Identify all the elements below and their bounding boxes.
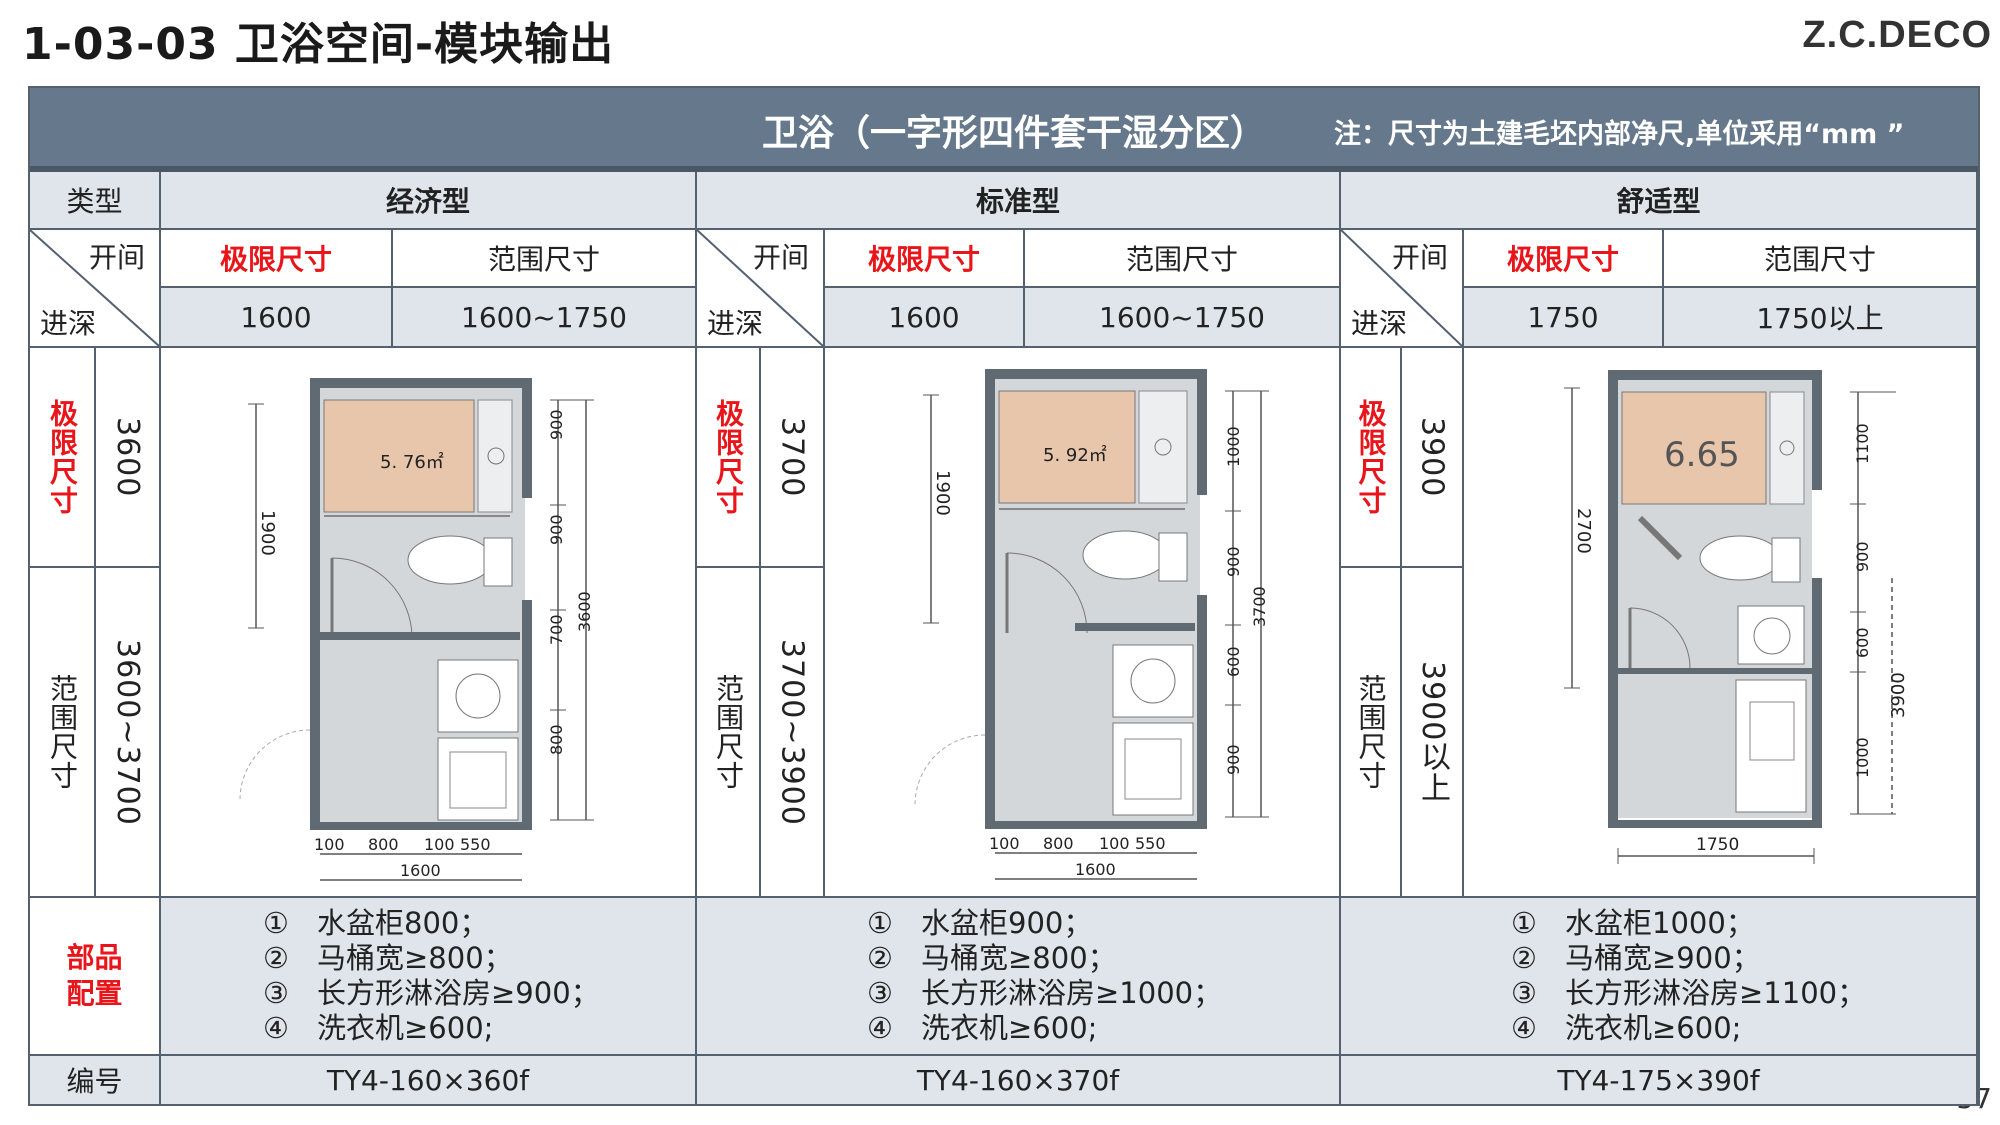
depth-label: 进深	[40, 307, 97, 340]
banner-note: 注：尺寸为土建毛坯内部净尺,单位采用“mm ”	[1334, 119, 1905, 150]
limit-size-header: 极限尺寸	[1464, 230, 1664, 288]
code-economy: TY4-160×360f	[161, 1056, 697, 1106]
side-dimension: 1900	[932, 470, 953, 516]
type-label: 类型	[30, 172, 161, 230]
limit-size-side-label: 极限尺寸	[30, 348, 96, 568]
limit-depth-value: 3600	[96, 348, 161, 568]
width-label: 开间	[752, 241, 809, 274]
limit-depth-value: 3700	[761, 348, 825, 568]
diagonal-header-comfort: 开间 进深	[1341, 230, 1464, 348]
range-size-header: 范围尺寸	[393, 230, 697, 288]
bottom-total-dimension: 1750	[1696, 835, 1739, 855]
svg-text:800: 800	[1043, 834, 1074, 853]
limit-size-side-label: 极限尺寸	[1341, 348, 1402, 568]
code-comfort: TY4-175×390f	[1341, 1056, 1978, 1106]
area-label: 6.65	[1664, 435, 1740, 475]
svg-text:600: 600	[1853, 627, 1872, 658]
limit-width-value: 1750	[1464, 288, 1664, 348]
plan-drawing-standard: 5. 92㎡ 1900 1000 900 600 900 3700 100 80…	[914, 369, 1269, 880]
range-size-header: 范围尺寸	[1025, 230, 1341, 288]
range-size-side-label: 范围尺寸	[1341, 568, 1402, 898]
brand-logo: Z.C.DECO	[1802, 14, 1992, 56]
limit-width-value: 1600	[825, 288, 1025, 348]
side-dimension: 2700	[1573, 508, 1594, 554]
range-width-value: 1600~1750	[393, 288, 697, 348]
range-size-header: 范围尺寸	[1664, 230, 1978, 288]
svg-text:800: 800	[368, 835, 399, 854]
page-title: 1-03-03 卫浴空间-模块输出	[22, 19, 615, 70]
svg-text:100: 100	[1099, 834, 1130, 853]
range-width-value: 1600~1750	[1025, 288, 1341, 348]
width-label: 开间	[88, 241, 145, 274]
area-label: 5. 92㎡	[1043, 444, 1107, 466]
area-label: 5. 76㎡	[380, 451, 444, 473]
column-comfort-name: 舒适型	[1341, 172, 1978, 230]
svg-text:900: 900	[1853, 541, 1872, 572]
svg-text:600: 600	[1224, 646, 1243, 677]
banner: 卫浴（一字形四件套干湿分区） 注：尺寸为土建毛坯内部净尺,单位采用“mm ”	[30, 88, 1978, 172]
svg-text:550: 550	[460, 835, 491, 854]
banner-title: 卫浴（一字形四件套干湿分区）	[762, 113, 1267, 154]
column-economy-name: 经济型	[161, 172, 697, 230]
total-dimension: 3600	[575, 591, 594, 632]
svg-text:100: 100	[989, 834, 1020, 853]
depth-label: 进深	[1351, 307, 1408, 340]
svg-text:800: 800	[547, 724, 566, 755]
svg-text:100: 100	[314, 835, 345, 854]
plan-drawing-comfort: 6.65 2700 1100 900 600 1000 3900 1750	[1564, 370, 1909, 864]
range-depth-value: 3900以上	[1402, 568, 1464, 898]
range-size-side-label: 范围尺寸	[30, 568, 96, 898]
svg-text:1600: 1600	[1075, 860, 1116, 879]
svg-text:1000: 1000	[1853, 737, 1872, 778]
svg-text:900: 900	[1224, 744, 1243, 775]
plan-drawing-economy: 5. 76㎡ 1900 900 900 700 800 3600 100 800…	[239, 378, 594, 881]
svg-text:900: 900	[547, 409, 566, 440]
svg-text:900: 900	[1224, 546, 1243, 577]
svg-text:550: 550	[1135, 834, 1166, 853]
limit-depth-value: 3900	[1402, 348, 1464, 568]
code-label: 编号	[30, 1056, 161, 1106]
range-depth-value: 3600~3700	[96, 568, 161, 898]
code-standard: TY4-160×370f	[697, 1056, 1341, 1106]
limit-width-value: 1600	[161, 288, 393, 348]
range-depth-value: 3700~3900	[761, 568, 825, 898]
column-standard-name: 标准型	[697, 172, 1341, 230]
spec-sheet: 卫浴（一字形四件套干湿分区） 注：尺寸为土建毛坯内部净尺,单位采用“mm ” 类…	[28, 86, 1980, 1106]
range-size-side-label: 范围尺寸	[697, 568, 761, 898]
svg-text:100: 100	[424, 835, 455, 854]
svg-text:1100: 1100	[1853, 423, 1872, 464]
limit-size-header: 极限尺寸	[161, 230, 393, 288]
diagonal-header-economy: 开间 进深	[30, 230, 161, 348]
svg-text:900: 900	[547, 514, 566, 545]
limit-size-side-label: 极限尺寸	[697, 348, 761, 568]
total-dimension: 3700	[1250, 586, 1269, 627]
svg-text:700: 700	[547, 614, 566, 645]
diagonal-header-standard: 开间 进深	[697, 230, 825, 348]
range-width-value: 1750以上	[1664, 288, 1978, 348]
total-dimension: 3900	[1888, 672, 1909, 718]
svg-text:1600: 1600	[400, 861, 441, 880]
depth-label: 进深	[707, 307, 764, 340]
parts-label: 部品配置	[30, 898, 161, 1056]
width-label: 开间	[1391, 241, 1448, 274]
limit-size-header: 极限尺寸	[825, 230, 1025, 288]
side-dimension: 1900	[257, 510, 278, 556]
svg-text:1000: 1000	[1224, 426, 1243, 467]
